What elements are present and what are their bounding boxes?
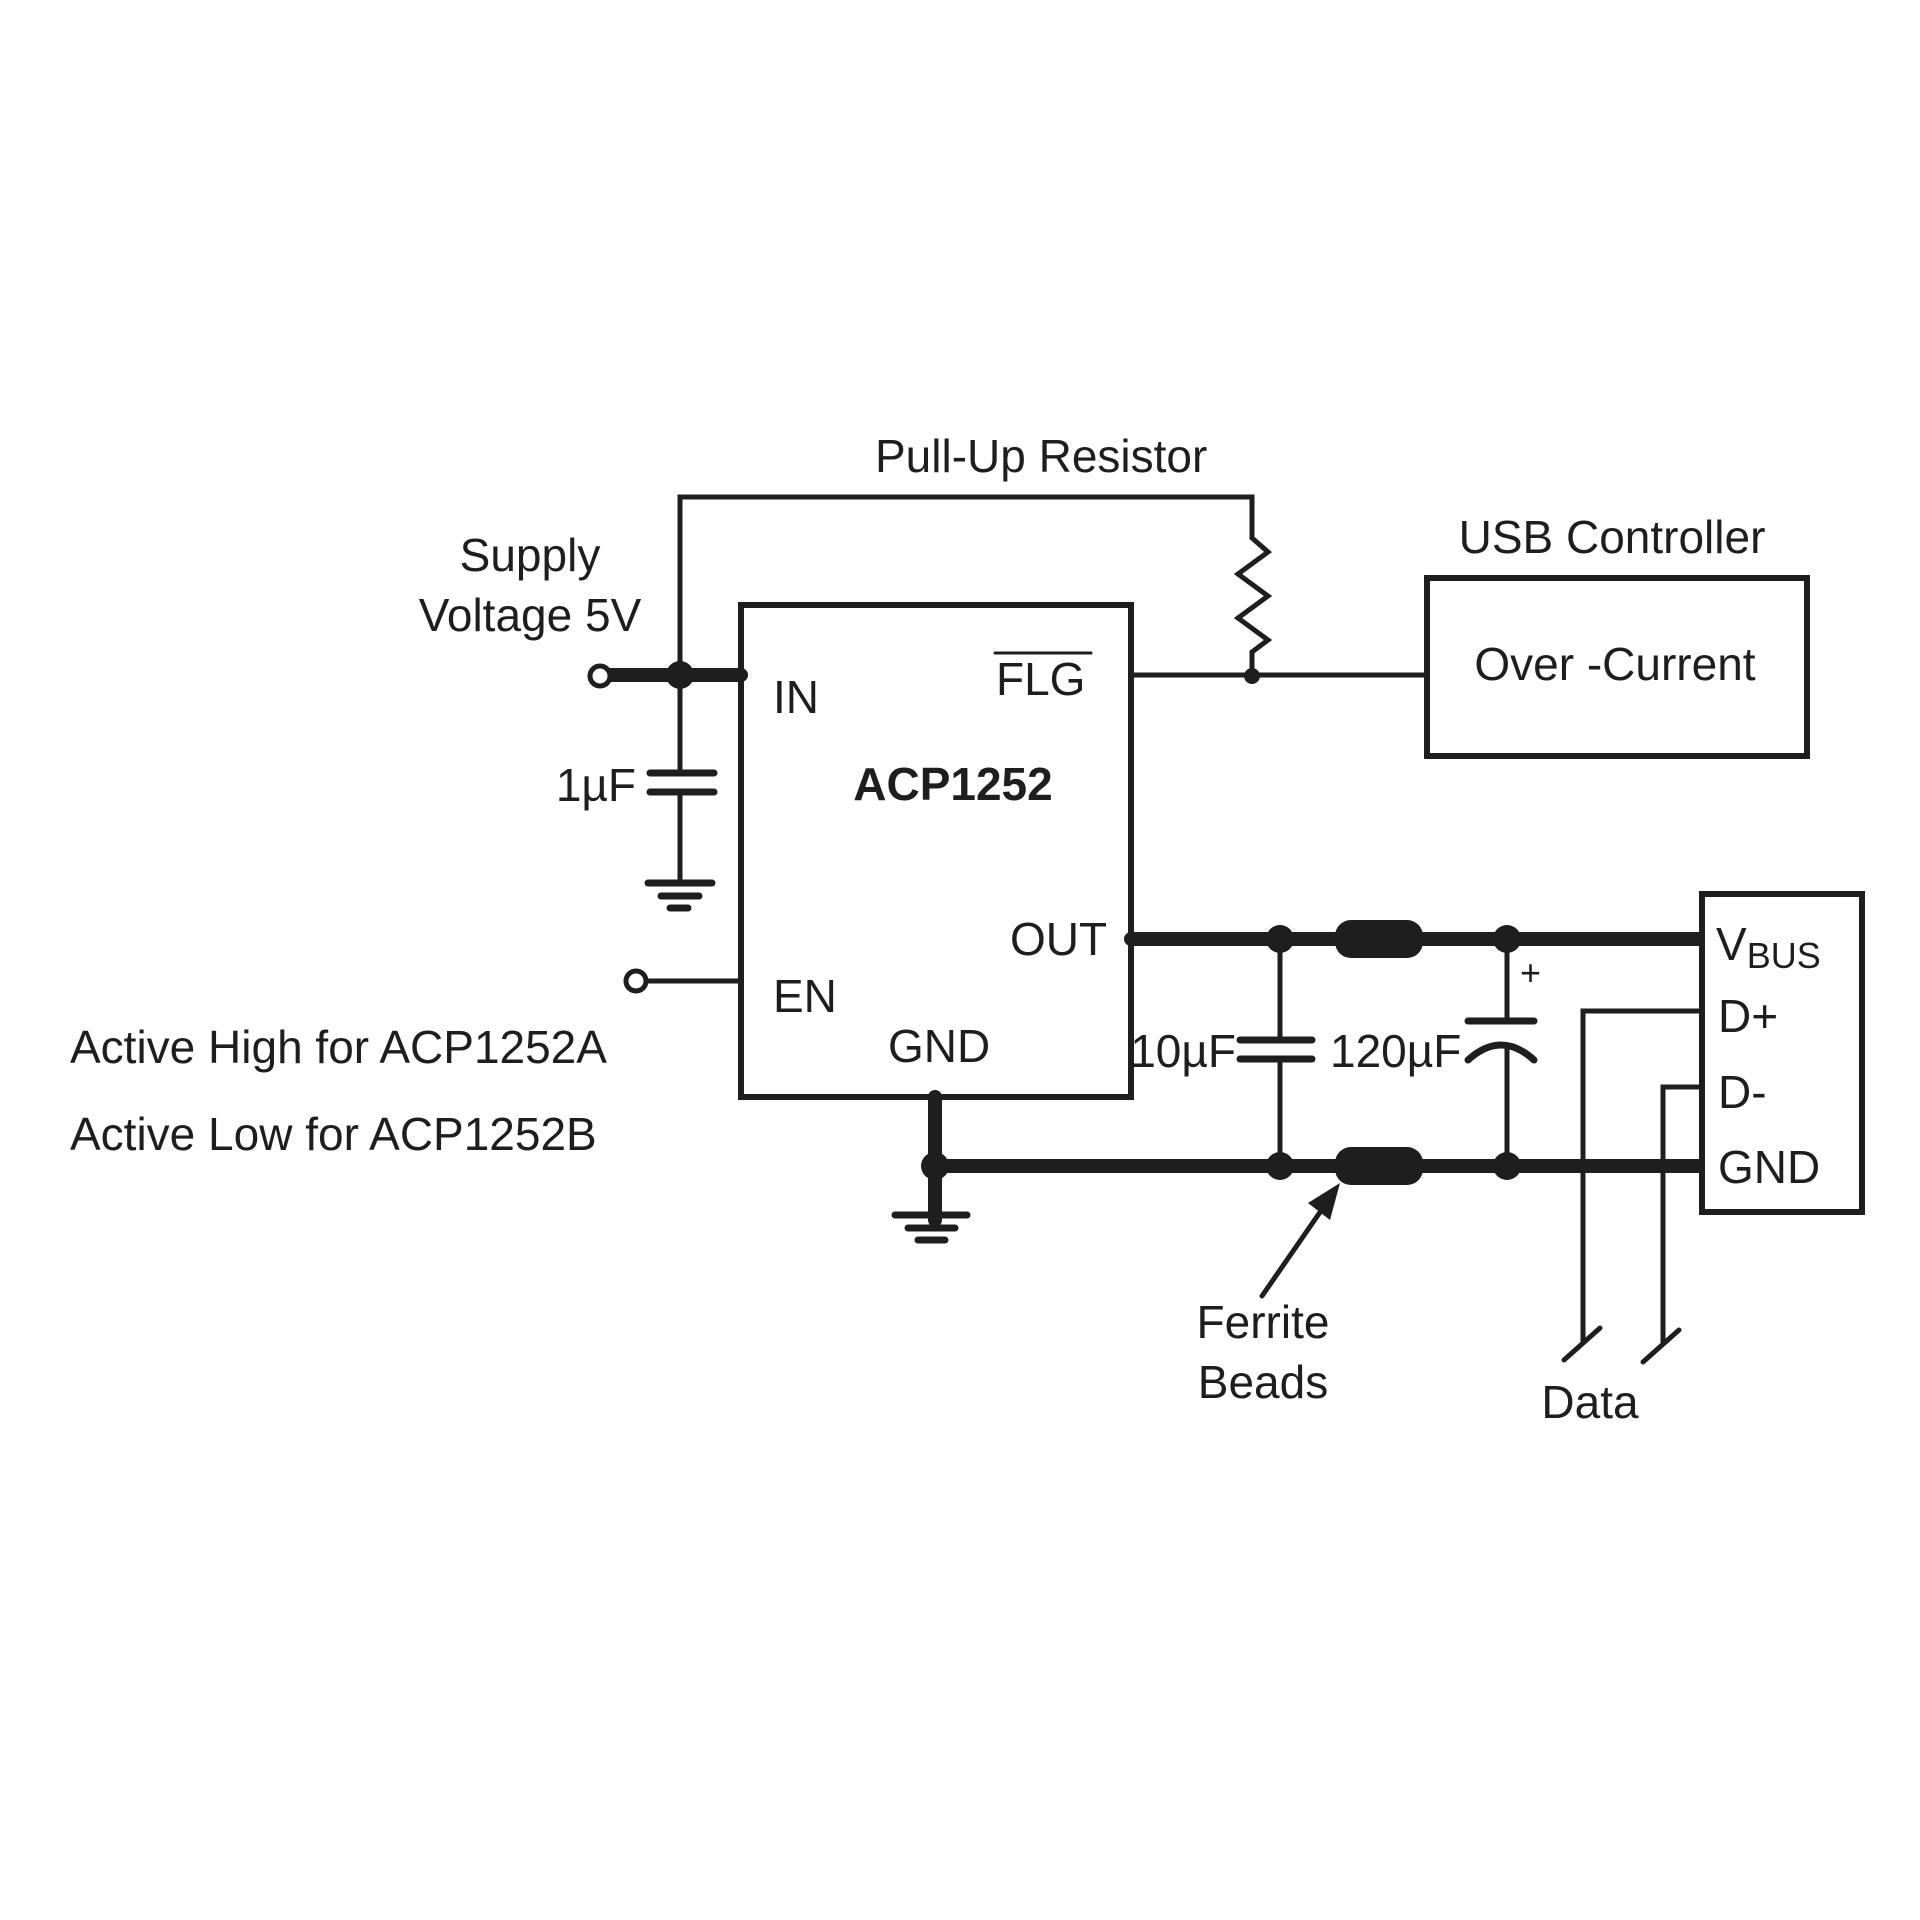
gnd-junction-dot-3 <box>1493 1152 1521 1180</box>
supply-terminal-icon[interactable] <box>587 663 613 689</box>
usb-gnd-label: GND <box>1718 1141 1820 1193</box>
gnd-junction-dot-1 <box>921 1152 949 1180</box>
en-terminal-icon[interactable] <box>623 968 649 994</box>
c-out2-plate-curved <box>1464 1041 1538 1064</box>
gnd-junction-dot-2 <box>1266 1152 1294 1180</box>
ferrite-bead-gnd-icon <box>1335 1147 1423 1185</box>
c-out2-polarity: + <box>1520 952 1541 993</box>
usb-controller-label: USB Controller <box>1459 511 1766 563</box>
usb-vbus-sub: BUS <box>1747 935 1821 976</box>
usb-dplus-label: D+ <box>1718 990 1778 1042</box>
usb-dminus-label: D- <box>1718 1066 1767 1118</box>
dminus-wire <box>1660 1084 1705 1345</box>
c-out2-value: 120µF <box>1330 1025 1461 1077</box>
data-label: Data <box>1541 1376 1639 1428</box>
c-out1-value: 10µF <box>1130 1025 1236 1077</box>
usb-vbus-main: V <box>1716 918 1747 970</box>
ferrite-label-line1: Ferrite <box>1197 1296 1330 1348</box>
pull-up-resistor-icon <box>1233 525 1273 681</box>
pull-up-wire <box>677 494 1255 683</box>
ic-gnd-pin-dot <box>929 1091 941 1103</box>
pull-up-resistor-label: Pull-Up Resistor <box>875 430 1207 482</box>
ferrite-bead-vbus-icon <box>1335 920 1423 958</box>
pin-in-label: IN <box>773 671 819 723</box>
ground-icon <box>644 879 716 912</box>
ferrite-label-line2: Beads <box>1198 1356 1328 1408</box>
data-slash-2-icon <box>1640 1327 1682 1365</box>
pin-flg-label: FLG <box>996 653 1085 705</box>
pin-out-label: OUT <box>1010 913 1107 965</box>
ic-part-number: ACP1252 <box>853 758 1052 810</box>
pin-gnd-label: GND <box>888 1020 990 1072</box>
usb-vbus-label: VBUS <box>1716 918 1821 976</box>
usb-controller-box <box>1424 575 1810 759</box>
flg-junction-dot <box>1244 668 1260 684</box>
usb-port-box <box>1699 891 1865 1215</box>
en-note-a: Active High for ACP1252A <box>70 1021 607 1073</box>
c-in-value: 1µF <box>556 759 636 811</box>
ferrite-arrow-line <box>1259 1202 1328 1299</box>
ferrite-arrow-head-icon <box>1308 1183 1340 1220</box>
en-note-b: Active Low for ACP1252B <box>70 1108 597 1160</box>
ground-icon <box>891 1211 971 1244</box>
over-current-label: Over -Current <box>1474 638 1755 690</box>
supply-label-line2: Voltage 5V <box>419 589 642 641</box>
pin-en-label: EN <box>773 970 837 1022</box>
dplus-wire <box>1580 1008 1705 1345</box>
data-slash-1-icon <box>1561 1325 1603 1363</box>
supply-label-line1: Supply <box>460 529 601 581</box>
